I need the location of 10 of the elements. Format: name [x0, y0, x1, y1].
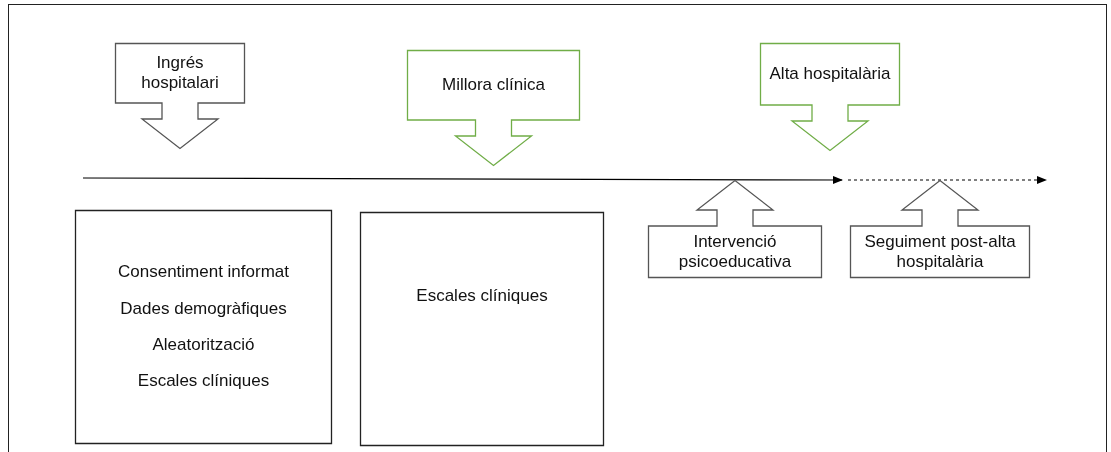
box-text: Ingrés hospitalari — [140, 52, 220, 94]
box-text: Escales clíniques — [416, 286, 548, 307]
box-text: Aleatorització — [152, 335, 255, 356]
box-text: Millora clínica — [442, 74, 545, 96]
box-text: Dades demogràfiques — [120, 298, 287, 319]
box-text: Seguiment post-alta hospitalària — [863, 231, 1017, 273]
box-text: Intervenció psicoeducativa — [677, 231, 793, 273]
box-text: Consentiment informat — [118, 262, 289, 283]
box-text: Alta hospitalària — [769, 63, 891, 85]
box-text: Escales clíniques — [137, 371, 270, 392]
